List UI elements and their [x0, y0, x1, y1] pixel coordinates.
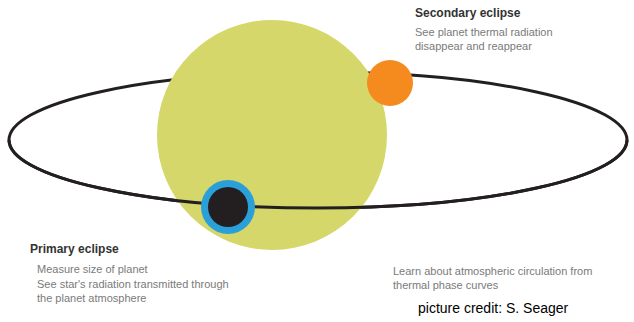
planet-secondary [367, 60, 413, 106]
description-text: Measure size of planet [37, 262, 227, 276]
planet-primary [208, 187, 248, 227]
section-heading: Secondary eclipse [415, 6, 605, 20]
star-disk [157, 20, 387, 250]
description-text: Learn about atmospheric circulation from… [393, 264, 595, 292]
description-text: See planet thermal radiation disappear a… [415, 25, 587, 53]
planet-atmosphere [201, 180, 255, 234]
section-heading: Primary eclipse [30, 242, 210, 256]
credit-note: picture credit: S. Seager [418, 300, 618, 317]
description-text: See star's radiation transmitted through… [37, 277, 229, 305]
orbit-front [9, 140, 627, 208]
